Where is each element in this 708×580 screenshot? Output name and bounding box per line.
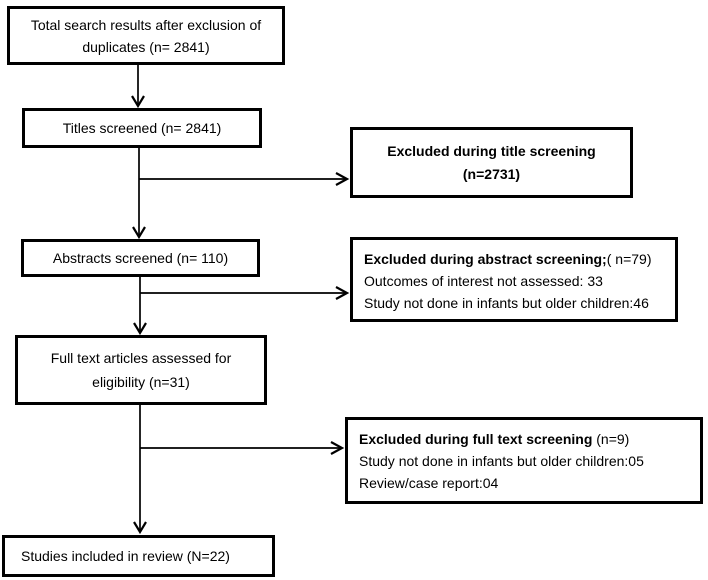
arrow-to-abstract-exclusion xyxy=(140,286,350,300)
node-abstracts-screened: Abstracts screened (n= 110) xyxy=(21,239,260,277)
node-text-line: Studies included in review (N=22) xyxy=(21,547,230,564)
node-excluded-abstract-screening: Excluded during abstract screening;( n=7… xyxy=(350,237,678,322)
exclusion-detail: Study not done in infants but older chil… xyxy=(359,453,644,469)
arrow-fulltext-to-included xyxy=(133,405,147,535)
exclusion-count: ( n=79) xyxy=(606,251,652,267)
node-text-line: Total search results after exclusion of xyxy=(30,16,262,33)
exclusion-count: (n=9) xyxy=(592,431,630,447)
node-text-line: eligibility (n=31) xyxy=(92,374,190,390)
exclusion-heading: Excluded during abstract screening;( n=7… xyxy=(364,248,664,270)
exclusion-title: Excluded during abstract screening; xyxy=(364,251,607,267)
node-excluded-title-screening: Excluded during title screening (n=2731) xyxy=(350,127,633,198)
node-text-line: Abstracts screened (n= 110) xyxy=(52,249,229,266)
exclusion-title: Excluded during title screening xyxy=(387,142,596,159)
node-text-line: duplicates (n= 2841) xyxy=(82,38,210,55)
exclusion-count: (n=2731) xyxy=(462,165,521,182)
node-studies-included: Studies included in review (N=22) xyxy=(2,535,275,577)
node-fulltext-assessed: Full text articles assessed for eligibil… xyxy=(15,335,267,405)
arrow-to-title-exclusion xyxy=(139,172,350,186)
exclusion-title: Excluded during full text screening xyxy=(359,431,593,447)
exclusion-detail: Study not done in infants but older chil… xyxy=(364,295,649,311)
exclusion-detail: Outcomes of interest not assessed: 33 xyxy=(364,273,603,289)
node-total-search-results: Total search results after exclusion of … xyxy=(7,6,285,65)
node-titles-screened: Titles screened (n= 2841) xyxy=(22,108,262,148)
arrow-total-to-titles xyxy=(131,65,145,109)
exclusion-detail: Review/case report:04 xyxy=(359,475,499,491)
node-excluded-fulltext-screening: Excluded during full text screening (n=9… xyxy=(345,417,703,504)
node-text-line: Titles screened (n= 2841) xyxy=(62,119,222,136)
arrow-to-fulltext-exclusion xyxy=(140,441,345,455)
exclusion-heading: Excluded during full text screening (n=9… xyxy=(359,428,689,450)
arrow-titles-to-abstracts xyxy=(132,148,146,240)
node-text-line: Full text articles assessed for xyxy=(50,350,232,366)
arrow-abstracts-to-fulltext xyxy=(133,277,147,336)
